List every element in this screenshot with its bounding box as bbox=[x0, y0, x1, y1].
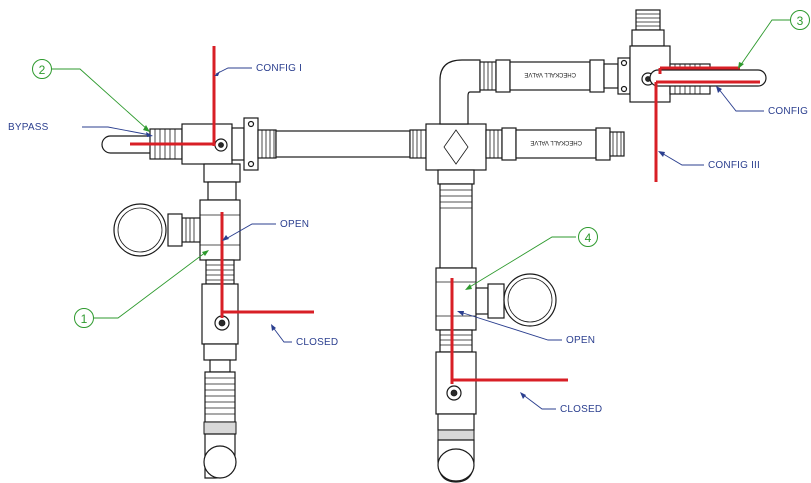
callout-4-leader bbox=[465, 236, 576, 290]
callout-3: 3 bbox=[790, 10, 810, 30]
center-cross-fitting bbox=[425, 123, 503, 171]
left-vertical-riser bbox=[113, 163, 241, 479]
right-config-valve bbox=[617, 9, 767, 103]
closed-left-label: CLOSED bbox=[296, 337, 339, 348]
lower-check-valve-text: CHECKALL VALVE bbox=[530, 139, 582, 145]
config-iii-leader bbox=[658, 151, 704, 166]
open-right-label: OPEN bbox=[566, 335, 596, 346]
open-left-leader bbox=[222, 223, 276, 241]
right-vertical-riser bbox=[435, 169, 557, 483]
config-i-handle bbox=[130, 46, 216, 146]
open-right-leader bbox=[457, 311, 562, 341]
config-ii-leader bbox=[716, 86, 764, 112]
config-ii-label: CONFIG bbox=[768, 106, 809, 117]
closed-right-label: CLOSED bbox=[560, 404, 603, 415]
top-horizontal-pipe bbox=[275, 129, 427, 159]
config-iii-handle bbox=[654, 80, 760, 182]
bypass-label: BYPASS bbox=[8, 122, 49, 133]
callout-3-leader bbox=[738, 19, 790, 69]
callout-2: 2 bbox=[32, 59, 52, 79]
closed-left-leader bbox=[271, 324, 292, 343]
top-elbow bbox=[439, 59, 497, 125]
left-open-closed-handle bbox=[220, 212, 314, 318]
config-ii-handle bbox=[658, 66, 740, 74]
callout-1-leader bbox=[94, 250, 209, 319]
config-i-label: CONFIG I bbox=[256, 63, 303, 74]
closed-right-leader bbox=[520, 392, 556, 410]
bypass-leader bbox=[82, 126, 153, 137]
config-iii-label: CONFIG III bbox=[708, 160, 760, 171]
config-i-leader bbox=[214, 67, 252, 76]
upper-check-valve-text: CHECKALL VALVE bbox=[524, 71, 576, 77]
callout-4: 4 bbox=[578, 227, 598, 247]
upper-check-valve: CHECKALL VALVE bbox=[495, 59, 619, 93]
lower-check-valve: CHECKALL VALVE bbox=[501, 127, 625, 161]
callout-1: 1 bbox=[74, 308, 94, 328]
open-left-label: OPEN bbox=[280, 219, 310, 230]
callout-2-leader bbox=[52, 68, 150, 132]
right-open-closed-handle bbox=[450, 278, 568, 384]
